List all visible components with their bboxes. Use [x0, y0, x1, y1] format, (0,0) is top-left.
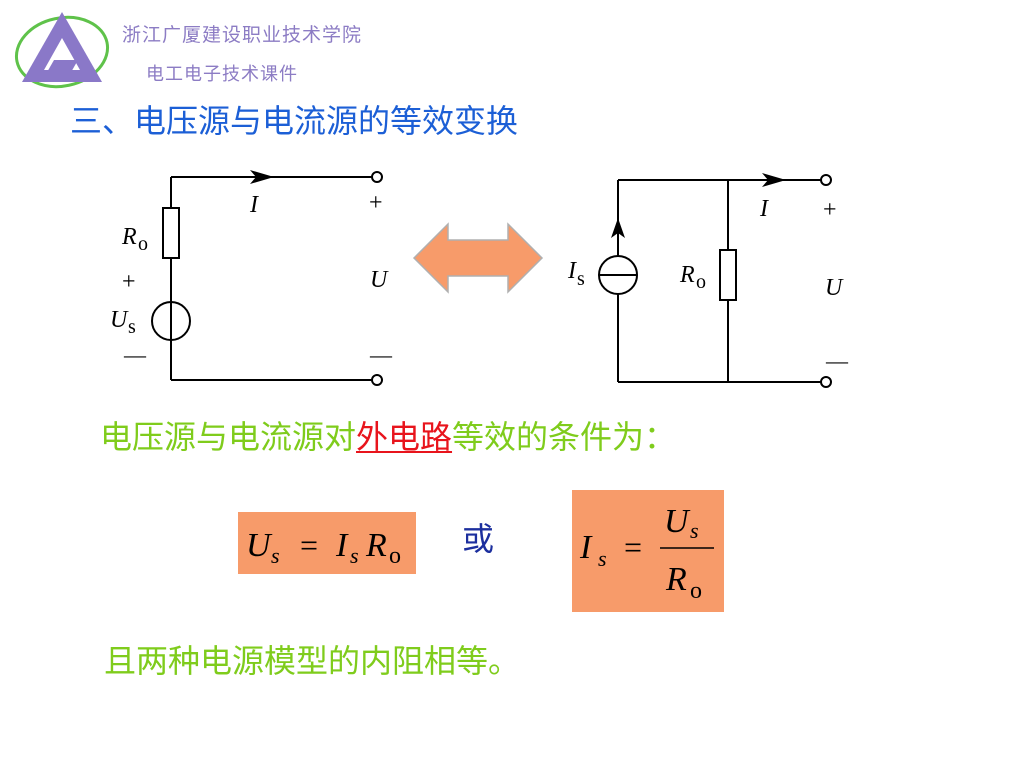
left-terminal-minus: —: [369, 342, 393, 367]
equation-2: I s = U s R o: [579, 503, 714, 604]
left-resistor-sub: o: [138, 233, 148, 255]
right-resistor-label: R: [679, 262, 695, 288]
double-arrow-icon: [412, 222, 544, 294]
right-terminal-minus: —: [825, 348, 849, 373]
condition-text: 电压源与电流源对外电路等效的条件为：: [100, 412, 676, 458]
eq2-lhs: I: [579, 529, 593, 566]
right-current-arrow-icon: [762, 173, 786, 187]
eq2-denominator: R: [665, 561, 687, 598]
left-current-label: I: [249, 192, 259, 218]
right-resistor: [719, 249, 737, 301]
left-source-sub: s: [128, 316, 136, 338]
right-terminal-top: [820, 174, 832, 186]
left-source-label: U: [110, 307, 129, 333]
right-terminal-bottom: [820, 376, 832, 388]
left-terminal-top: [371, 171, 383, 183]
eq1-equals: =: [300, 527, 318, 563]
equation-1: U s = I s R o: [246, 527, 401, 569]
left-source-minus: —: [123, 342, 147, 367]
footer-text: 且两种电源模型的内阻相等。: [104, 642, 521, 680]
left-current-arrow-icon: [250, 170, 274, 184]
source-arrow-icon: [611, 218, 625, 238]
eq1-lhs-sub: s: [271, 543, 280, 568]
eq2-numerator: U: [664, 503, 691, 540]
right-terminal-plus: +: [823, 197, 837, 223]
eq2-denominator-sub: o: [690, 578, 702, 604]
or-text: 或: [462, 520, 495, 558]
eq1-r-sub: o: [389, 543, 401, 569]
page-title: 三、电压源与电流源的等效变换: [70, 102, 519, 140]
eq2-numerator-sub: s: [690, 518, 699, 543]
left-terminal-plus: +: [369, 190, 383, 216]
circuit-diagrams: I R o + U s — + U — I I s R o + U —: [110, 170, 849, 388]
school-name: 浙江广厦建设职业技术学院: [122, 24, 363, 46]
left-terminal-bottom: [371, 374, 383, 386]
left-resistor-label: R: [121, 224, 137, 250]
eq1-lhs: U: [246, 527, 273, 564]
equation-box-1: U s = I s R o: [238, 512, 416, 574]
right-resistor-sub: o: [696, 271, 706, 293]
eq1-i: I: [335, 527, 349, 564]
eq2-lhs-sub: s: [598, 546, 607, 571]
school-logo-icon: [14, 12, 110, 89]
right-source-sub: s: [577, 268, 585, 290]
eq1-r: R: [365, 527, 387, 564]
left-resistor: [162, 207, 180, 259]
right-current-label: I: [759, 196, 769, 222]
eq2-equals: =: [624, 529, 642, 565]
left-voltage-label: U: [370, 267, 389, 293]
condition-emphasis: 外电路: [356, 418, 453, 456]
right-voltage-label: U: [825, 275, 844, 301]
right-source-label: I: [567, 258, 577, 284]
left-source-plus: +: [122, 269, 136, 295]
condition-prefix: 电压源与电流源对: [100, 418, 357, 456]
eq1-i-sub: s: [350, 543, 359, 568]
equation-box-2: I s = U s R o: [572, 490, 724, 612]
course-name: 电工电子技术课件: [146, 64, 298, 85]
condition-suffix: 等效的条件为：: [452, 418, 677, 456]
